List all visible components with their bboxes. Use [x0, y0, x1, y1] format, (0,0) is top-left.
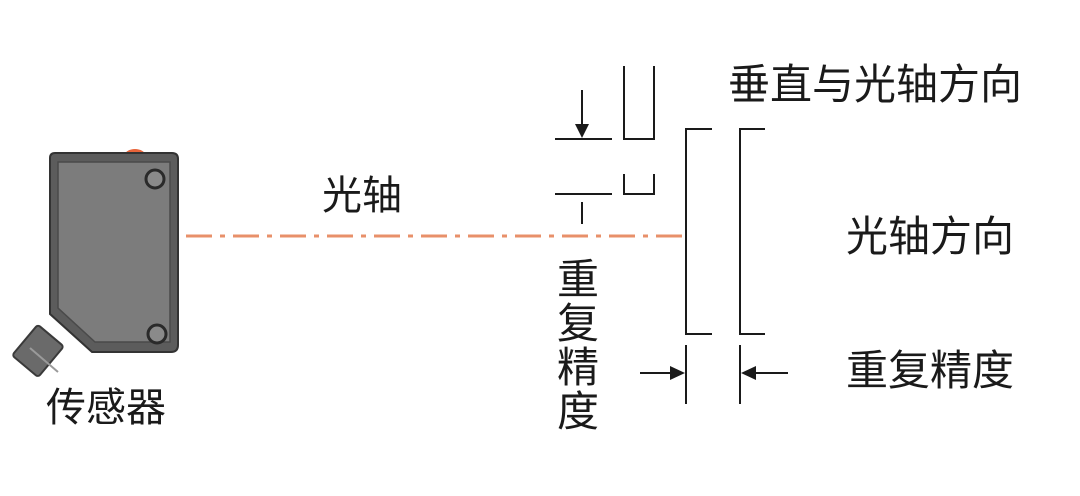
sensor-cable [12, 324, 64, 377]
sensor-icon [12, 149, 179, 377]
screw-top [144, 168, 166, 190]
screw-bottom [146, 323, 168, 345]
perp-arrow-head-icon [575, 124, 589, 138]
perp-bracket-upper [623, 66, 655, 140]
repeat-accuracy-vertical-label: 重复精度 [556, 255, 599, 436]
axis-bracket-left [685, 128, 712, 335]
sensor-label: 传感器 [46, 385, 166, 431]
axis-direction-label: 光轴方向 [846, 212, 1015, 261]
axis-bracket-group [640, 128, 788, 404]
optical-axis-label: 光轴 [322, 173, 402, 219]
arrow-left-icon [741, 366, 756, 380]
perp-bracket-lower [623, 174, 655, 195]
perpendicular-direction-label: 垂直与光轴方向 [728, 60, 1023, 109]
repeat-accuracy-label: 重复精度 [846, 346, 1015, 395]
perpendicular-marker-group [555, 66, 655, 224]
arrow-right-icon [670, 366, 685, 380]
axis-bracket-right [739, 128, 765, 335]
sensor-face [57, 161, 171, 343]
